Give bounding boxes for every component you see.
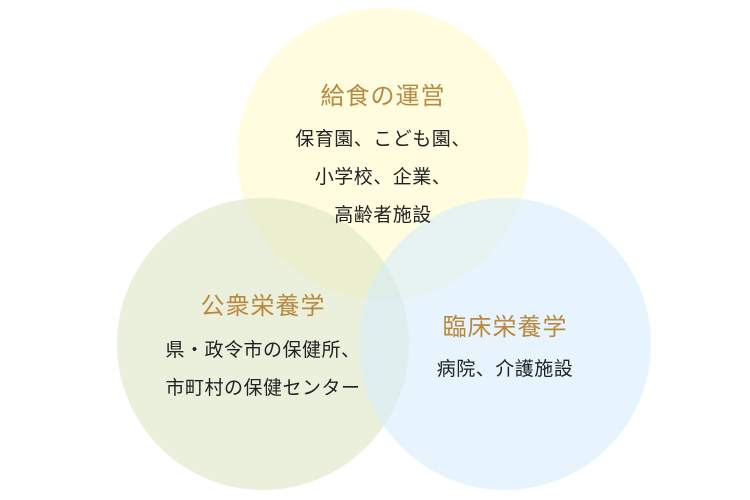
food-service-line: 高齢者施設 <box>334 204 432 226</box>
public-nutrition-desc: 県・政令市の保健所、 市町村の保健センター <box>123 331 403 407</box>
public-nutrition-line: 県・政令市の保健所、 <box>165 339 361 361</box>
public-nutrition-title: 公衆栄養学 <box>200 292 326 320</box>
food-service-desc: 保育園、こども園、 小学校、企業、 高齢者施設 <box>243 120 523 234</box>
food-service-title: 給食の運営 <box>320 82 446 110</box>
circle-clinical-nutrition <box>359 198 651 490</box>
food-service-line: 小学校、企業、 <box>314 166 452 188</box>
food-service-line: 保育園、こども園、 <box>295 128 471 150</box>
clinical-nutrition-line: 病院、介護施設 <box>436 358 574 380</box>
public-nutrition-line: 市町村の保健センター <box>165 377 361 399</box>
clinical-nutrition-desc: 病院、介護施設 <box>365 350 645 388</box>
clinical-nutrition-title: 臨床栄養学 <box>442 313 568 341</box>
